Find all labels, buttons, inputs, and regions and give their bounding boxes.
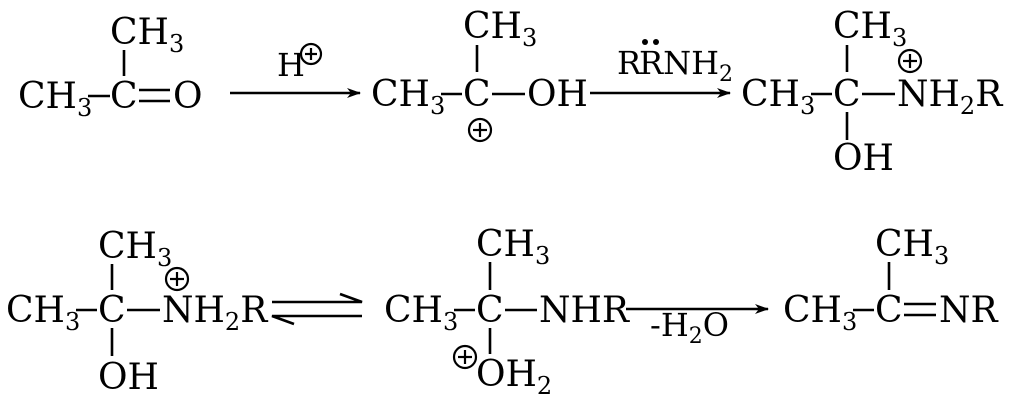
carbon-atom: C <box>875 290 903 331</box>
hydroxyl-group: OH <box>833 138 894 179</box>
arrow-dehydration: -H2O <box>626 304 769 349</box>
ch3-top-group: CH3 <box>463 6 537 52</box>
oxonium-group: OH2 <box>476 354 552 400</box>
reagent-amine-nh: RNH2 <box>639 44 733 87</box>
ch3-left-group: CH3 <box>384 290 458 336</box>
ammonium-adduct-molecule: CH3 CH3 C NH2R OH <box>741 6 1003 179</box>
positive-charge-icon <box>452 344 478 370</box>
positive-charge-icon <box>897 48 923 74</box>
lone-pair-dot <box>653 39 659 45</box>
reagent-water-loss: -H2O <box>650 306 729 349</box>
carbon-atom: C <box>833 74 861 115</box>
reagent-amine: R <box>617 44 642 82</box>
ammonium-group: NH2R <box>162 290 268 336</box>
imine-nitrogen-group: NR <box>939 290 999 331</box>
forward-half-arrow <box>272 292 363 304</box>
amine-group: NHR <box>539 290 630 331</box>
carbocation-molecule: CH3 CH3 C OH <box>371 6 588 143</box>
oxonium-molecule: CH3 CH3 C NHR OH2 <box>384 224 630 400</box>
arrow-protonation: H <box>230 42 361 98</box>
carbon-atom: C <box>98 290 126 331</box>
imine-molecule: CH3 CH3 C NR <box>783 224 999 336</box>
arrow-amine-attack: R RNH2 <box>590 39 733 98</box>
ch3-left-group: CH3 <box>741 74 815 120</box>
ch3-top-group: CH3 <box>110 12 184 58</box>
oxygen-atom: O <box>173 76 203 117</box>
lone-pair-dot <box>642 39 648 45</box>
positive-charge-icon <box>299 42 323 66</box>
ammonium-group: NH2R <box>897 74 1003 120</box>
carbon-atom: C <box>476 290 504 331</box>
ch3-top-group: CH3 <box>833 6 907 52</box>
ch3-left-group: CH3 <box>6 290 80 336</box>
positive-charge-icon <box>164 266 190 292</box>
ammonium-adduct-molecule-row2: CH3 CH3 C NH2R OH <box>6 226 268 398</box>
ch3-left-group: CH3 <box>18 76 92 122</box>
positive-charge-icon <box>467 117 493 143</box>
reverse-half-arrow <box>271 314 362 326</box>
carbon-atom: C <box>463 74 491 115</box>
ch3-top-group: CH3 <box>476 224 550 270</box>
hydroxyl-group: OH <box>527 74 588 115</box>
ch3-top-group: CH3 <box>875 224 949 270</box>
acetone-molecule: CH3 CH3 C O <box>18 12 203 122</box>
ch3-left-group: CH3 <box>371 74 445 120</box>
equilibrium-arrows <box>271 292 363 326</box>
ch3-top-group: CH3 <box>98 226 172 272</box>
ch3-left-group: CH3 <box>783 290 857 336</box>
carbon-atom: C <box>110 76 138 117</box>
hydroxyl-group: OH <box>98 357 159 398</box>
